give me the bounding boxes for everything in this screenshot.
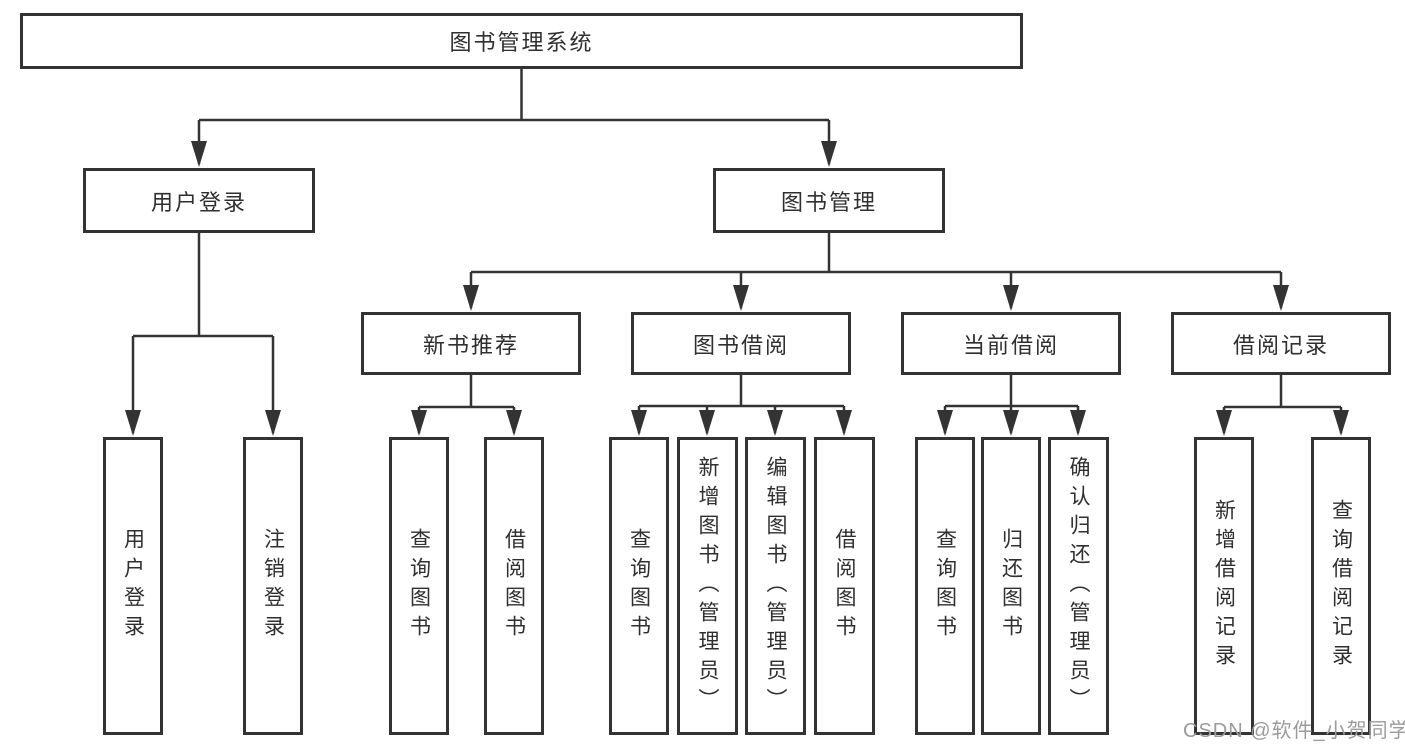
arrowhead <box>821 141 837 167</box>
arrowhead <box>937 410 953 436</box>
arrowhead <box>699 410 715 436</box>
node-new-book-recommend: 新书推荐 <box>361 312 581 375</box>
node-book-borrow: 图书借阅 <box>631 312 851 375</box>
node-borrow-record: 借阅记录 <box>1171 312 1391 375</box>
arrowhead <box>1003 285 1019 311</box>
leaf-query-book-current: 查询图书 <box>915 437 975 735</box>
connector-root-to-level2 <box>197 69 831 164</box>
arrowhead <box>1273 285 1289 311</box>
arrowhead <box>631 410 647 436</box>
leaf-edit-book-admin: 编辑图书（管理员） <box>745 437 806 735</box>
connector-bookmgmt-to-level3 <box>469 233 1283 308</box>
arrowhead <box>411 410 427 436</box>
connector-userlogin-to-leaves <box>131 233 275 433</box>
arrowheads <box>125 141 1349 436</box>
connector-borrowrecord-to-leaves <box>1222 375 1343 433</box>
connector-newbookrec-to-leaves <box>417 375 516 433</box>
leaf-user-login: 用户登录 <box>103 437 163 735</box>
leaf-borrow-book-recommend: 借阅图书 <box>484 437 544 735</box>
leaf-logout-login: 注销登录 <box>243 437 303 735</box>
leaf-borrow-book: 借阅图书 <box>814 437 875 735</box>
node-current-borrow: 当前借阅 <box>901 312 1121 375</box>
arrowhead <box>506 410 522 436</box>
arrowhead <box>125 410 141 436</box>
arrowhead <box>836 410 852 436</box>
arrowhead <box>463 285 479 311</box>
connector-bookborrow-to-leaves <box>637 375 846 433</box>
arrowhead <box>1070 410 1086 436</box>
leaf-return-book: 归还图书 <box>981 437 1041 735</box>
node-user-login: 用户登录 <box>83 168 315 233</box>
arrowhead <box>1003 410 1019 436</box>
arrowhead <box>1333 410 1349 436</box>
arrowhead <box>733 285 749 311</box>
leaf-confirm-return-admin: 确认归还（管理员） <box>1048 437 1109 735</box>
csdn-watermark: CSDN @软件_小贺同学 <box>1183 720 1405 742</box>
node-root: 图书管理系统 <box>20 13 1023 69</box>
leaf-add-borrow-record: 新增借阅记录 <box>1194 437 1254 735</box>
node-book-management: 图书管理 <box>713 168 945 233</box>
leaf-query-book-recommend: 查询图书 <box>389 437 449 735</box>
leaf-query-book-borrow: 查询图书 <box>609 437 669 735</box>
arrowhead <box>1216 410 1232 436</box>
arrowhead <box>767 410 783 436</box>
leaf-query-borrow-record: 查询借阅记录 <box>1311 437 1371 735</box>
leaf-add-book-admin: 新增图书（管理员） <box>677 437 738 735</box>
arrowhead <box>265 410 281 436</box>
arrowhead <box>191 141 207 167</box>
